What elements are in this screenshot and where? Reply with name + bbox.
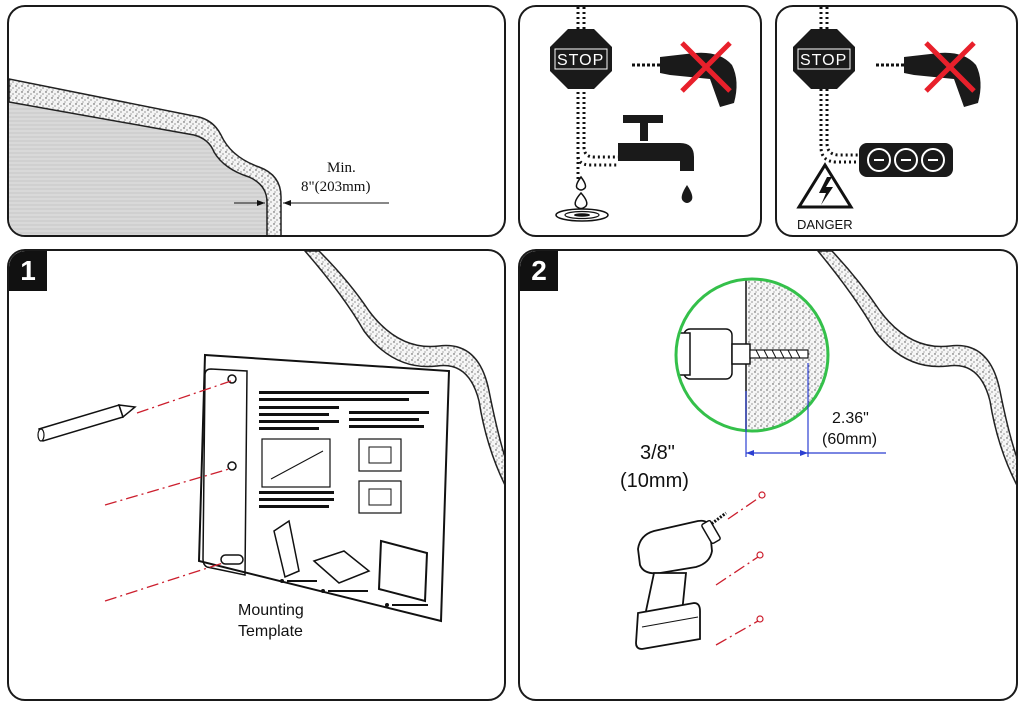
faucet-icon — [618, 115, 694, 203]
depth-inch-label: 2.36" — [832, 410, 869, 427]
step-2-panel: 2 — [518, 249, 1018, 701]
template-label-line2: Template — [238, 623, 303, 640]
pencil-icon — [37, 404, 137, 442]
magnifier-detail — [674, 277, 830, 433]
step-2-illustration — [635, 251, 1016, 650]
water-drop-icon — [555, 175, 609, 222]
wall-clearance-panel: Min. 8"(203mm) — [7, 5, 506, 237]
water-pipe-warning-panel: STOP — [518, 5, 762, 237]
mounting-template-caption: Mounting Template — [238, 600, 304, 642]
power-strip-icon — [859, 143, 953, 177]
drill-prohibited-icon — [876, 41, 981, 107]
template-label-line1: Mounting — [238, 602, 304, 619]
stop-sign-icon — [550, 29, 612, 89]
drill-prohibited-icon — [632, 41, 737, 107]
step-number-badge: 1 — [9, 251, 47, 291]
electrical-warning-panel: STOP DANGER — [775, 5, 1018, 237]
bit-size-inch-label: 3/8" — [640, 442, 675, 464]
electrical-warning-illustration — [793, 7, 981, 209]
stop-sign-label: STOP — [800, 52, 848, 69]
depth-mm-label: (60mm) — [822, 431, 878, 448]
mounting-template-sheet — [197, 353, 451, 623]
min-label: Min. — [327, 160, 356, 176]
wall-corner-illustration — [9, 78, 389, 235]
step-1-illustration — [37, 251, 504, 623]
distance-label: 8"(203mm) — [301, 179, 371, 195]
stop-sign-icon — [793, 29, 855, 89]
step-1-panel: 1 — [7, 249, 506, 701]
cordless-drill-icon — [635, 511, 727, 650]
high-voltage-icon — [796, 162, 854, 209]
step-number-badge: 2 — [520, 251, 558, 291]
danger-label: DANGER — [797, 217, 853, 232]
bit-size-mm-label: (10mm) — [620, 470, 689, 492]
water-warning-illustration — [550, 7, 737, 222]
stop-sign-label: STOP — [557, 52, 605, 69]
